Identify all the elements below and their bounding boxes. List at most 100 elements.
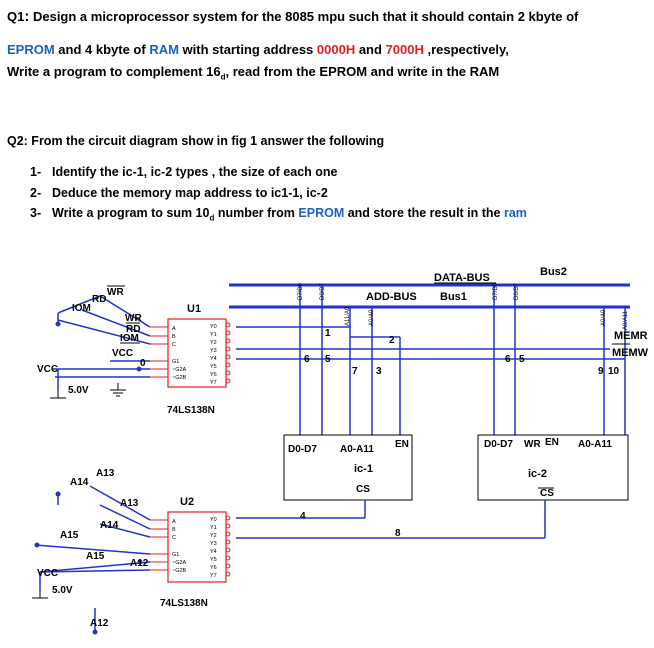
bus-lines (229, 283, 630, 309)
bus-tag-5: D0/D7 (514, 282, 520, 300)
ic1-cs: CS (356, 484, 370, 495)
svg-text:A12: A12 (90, 618, 109, 629)
q1-line2-f: and (355, 42, 386, 57)
svg-text:1: 1 (325, 328, 331, 339)
q1-line3-text: Write a program to complement 16 (7, 64, 221, 79)
svg-text:6: 6 (505, 354, 511, 365)
bus-tag-7: A0/A11 (623, 310, 629, 330)
svg-text:6: 6 (304, 354, 310, 365)
u2-label: U2 (180, 496, 194, 508)
ic1-name: ic-1 (354, 463, 373, 475)
memw-label: MEMW (612, 347, 649, 359)
bus-drops (299, 285, 626, 435)
svg-text:IOM: IOM (72, 303, 91, 314)
svg-text:C: C (172, 342, 176, 348)
u2-part: 74LS138N (160, 598, 208, 609)
q2-item-3: 3-Write a program to sum 10d number from… (30, 206, 527, 223)
svg-text:5.0V: 5.0V (68, 385, 89, 396)
svg-text:RD: RD (126, 324, 140, 335)
ic2-cs: CS (540, 488, 554, 499)
q1-line2-b: and 4 kbyte of (54, 42, 150, 57)
ic1-box (283, 434, 413, 501)
svg-text:A: A (172, 326, 176, 332)
bus-tag-6: A0/A0 (601, 309, 607, 326)
svg-text:B: B (172, 527, 176, 533)
u1-part: 74LS138N (167, 405, 215, 416)
svg-text:Y3: Y3 (210, 348, 217, 354)
svg-text:C: C (172, 535, 176, 541)
svg-text:D0-D7: D0-D7 (288, 444, 317, 455)
svg-text:Y5: Y5 (210, 364, 217, 370)
q1-line2-h: ,respectively, (423, 42, 509, 57)
svg-text:A0-A11: A0-A11 (578, 439, 612, 450)
svg-text:A13: A13 (120, 498, 139, 509)
svg-text:0: 0 (140, 358, 146, 369)
bus-tag-2: A11/A0 (345, 306, 351, 326)
svg-text:10: 10 (608, 366, 620, 377)
svg-text:Y0: Y0 (210, 517, 217, 523)
svg-text:4: 4 (300, 511, 306, 522)
add-bus-label: ADD-BUS (366, 291, 417, 303)
svg-text:Y5: Y5 (210, 557, 217, 563)
svg-text:EN: EN (545, 437, 559, 448)
q1-line2: EPROM and 4 kbyte of RAM with starting a… (7, 42, 509, 57)
svg-text:5.0V: 5.0V (52, 585, 73, 596)
bus-taps (236, 326, 625, 435)
svg-text:EN: EN (395, 439, 409, 450)
q1-line3-end: , read from the EPROM and write in the R… (225, 64, 500, 79)
svg-text:A13: A13 (96, 468, 115, 479)
q2-title: Q2: From the circuit diagram show in fig… (7, 134, 385, 148)
svg-text:VCC: VCC (37, 568, 58, 579)
svg-text:Y0: Y0 (210, 324, 217, 330)
data-bus-label: DATA-BUS (434, 272, 490, 284)
svg-text:Y6: Y6 (210, 372, 217, 378)
wire-numbers: 1 2 6 5 7 3 6 5 9 10 4 8 (300, 328, 620, 539)
svg-text:IOM: IOM (120, 333, 139, 344)
svg-text:3: 3 (376, 366, 382, 377)
svg-text:Y7: Y7 (210, 573, 217, 579)
svg-text:8: 8 (395, 528, 401, 539)
q2-list: 1-Identify the ic-1, ic-2 types , the si… (30, 162, 527, 229)
q1-line3: Write a program to complement 16d, read … (7, 64, 499, 82)
svg-text:VCC: VCC (112, 348, 133, 359)
svg-text:WR: WR (524, 439, 541, 450)
svg-text:WR: WR (125, 313, 142, 324)
bus-tag-1: D0/D7 (320, 282, 326, 300)
svg-text:A14: A14 (100, 520, 119, 531)
svg-text:A15: A15 (60, 530, 79, 541)
bus-tags: D7/D0 D0/D7 A11/A0 A0/A0 D7/D0 D0/D7 A0/… (298, 282, 629, 330)
svg-text:7: 7 (352, 366, 358, 377)
q2-item-2: 2-Deduce the memory map address to ic1-1… (30, 185, 328, 200)
svg-text:A14: A14 (70, 477, 89, 488)
svg-text:Y1: Y1 (210, 332, 217, 338)
svg-text:2: 2 (389, 335, 395, 346)
ic2-name: ic-2 (528, 468, 547, 480)
svg-text:~G2B: ~G2B (172, 568, 187, 574)
svg-text:A12: A12 (130, 558, 149, 569)
svg-text:Y2: Y2 (210, 340, 217, 346)
svg-text:RD: RD (92, 294, 106, 305)
ic2-box (477, 434, 629, 501)
svg-text:D0-D7: D0-D7 (484, 439, 513, 450)
q1-line3-sub: d (220, 72, 226, 82)
memr-label: MEMR (614, 330, 648, 342)
bus2-label: Bus2 (540, 266, 567, 278)
q2-item-1: 1-Identify the ic-1, ic-2 types , the si… (30, 165, 338, 179)
q1-line1-text: Design a microprocessor system for the 8… (32, 9, 579, 24)
svg-text:~G2B: ~G2B (172, 375, 187, 381)
svg-text:Y3: Y3 (210, 541, 217, 547)
svg-text:A15: A15 (86, 551, 105, 562)
svg-text:A0-A11: A0-A11 (340, 444, 374, 455)
q1-ram: RAM (149, 42, 179, 57)
svg-text:Y7: Y7 (210, 380, 217, 386)
svg-text:VCC: VCC (37, 364, 58, 375)
svg-text:Y6: Y6 (210, 565, 217, 571)
svg-text:Y2: Y2 (210, 533, 217, 539)
svg-text:B: B (172, 334, 176, 340)
svg-text:G1: G1 (172, 552, 179, 558)
q1-line1: Q1: Design a microprocessor system for t… (7, 8, 579, 25)
svg-text:5: 5 (519, 354, 525, 365)
u2-decoder (167, 511, 227, 583)
svg-text:~G2A: ~G2A (172, 367, 187, 373)
